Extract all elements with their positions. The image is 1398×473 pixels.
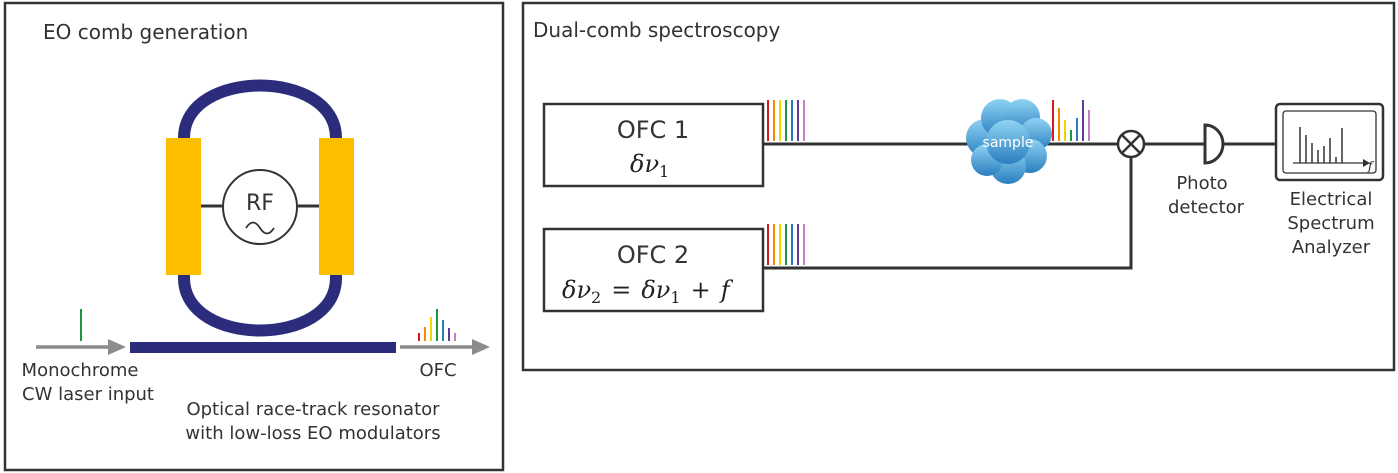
ofc2-frequency: δν2=δν1+f xyxy=(562,276,734,307)
ofc2-comb-spectrum xyxy=(767,224,805,265)
ofc1-frequency: δν1 xyxy=(630,150,669,181)
output-comb-spectrum xyxy=(418,309,456,341)
eo-comb-panel: EO comb generation RF Monochrome CW lase… xyxy=(3,1,505,472)
esa-label-line2: Spectrum xyxy=(1287,213,1374,234)
ofc1-subscript: 1 xyxy=(659,162,669,181)
input-label-line1: Monochrome xyxy=(22,360,139,381)
ofc2-equals: = xyxy=(611,276,631,304)
ofc2-nu-b: ν xyxy=(656,276,671,304)
output-label: OFC xyxy=(419,360,456,381)
ofc2-nu-a: ν xyxy=(576,276,591,304)
ofc2-label: OFC 2 xyxy=(617,241,689,269)
ofc1-nu-symbol: ν xyxy=(644,150,659,178)
sample-label: sample xyxy=(983,135,1034,151)
ofc2-sub-a: 2 xyxy=(591,288,601,307)
ofc2-sub-b: 1 xyxy=(670,288,680,307)
input-arrow-head xyxy=(108,339,126,355)
sine-wave-icon xyxy=(245,221,275,235)
ofc1-label: OFC 1 xyxy=(617,116,689,144)
spectrum-analyzer-icon xyxy=(1274,102,1385,182)
ofc1-comb-spectrum xyxy=(767,100,805,141)
rf-label: RF xyxy=(246,191,274,216)
esa-label-line3: Analyzer xyxy=(1292,237,1371,258)
input-label-line2: CW laser input xyxy=(22,384,154,405)
resonator-caption-line2: with low-loss EO modulators xyxy=(185,423,440,444)
ofc1-delta-symbol: δ xyxy=(630,150,644,178)
ofc2-box xyxy=(542,227,765,313)
ofc2-plus: + xyxy=(691,276,711,304)
dual-comb-title: Dual-comb spectroscopy xyxy=(533,18,780,42)
output-arrow-head xyxy=(472,339,490,355)
ofc1-box xyxy=(542,102,765,188)
eo-modulator-right xyxy=(319,138,354,275)
ofc2-delta-b: δ xyxy=(641,276,655,304)
detector-label-line1: Photo xyxy=(1176,173,1227,194)
photodetector-icon xyxy=(1190,123,1225,165)
race-track-loop xyxy=(178,79,342,337)
esa-axis-label: f xyxy=(1367,159,1375,173)
dual-comb-panel: Dual-comb spectroscopy OFC 1 δν1 OFC 2 δ… xyxy=(521,1,1396,372)
eo-modulator-left xyxy=(166,138,201,275)
rf-source xyxy=(222,169,298,245)
ofc2-beam-path xyxy=(763,158,1133,270)
eo-comb-title: EO comb generation xyxy=(43,20,248,44)
resonator-caption-line1: Optical race-track resonator xyxy=(186,399,440,420)
bus-waveguide xyxy=(130,342,396,353)
mixer-icon xyxy=(1116,129,1146,159)
ofc2-delta-a: δ xyxy=(562,276,576,304)
absorbed-comb-spectrum xyxy=(1052,100,1090,141)
esa-label-line1: Electrical xyxy=(1290,189,1373,210)
sample-cloud xyxy=(966,99,1052,184)
detector-label-line2: detector xyxy=(1168,197,1245,218)
